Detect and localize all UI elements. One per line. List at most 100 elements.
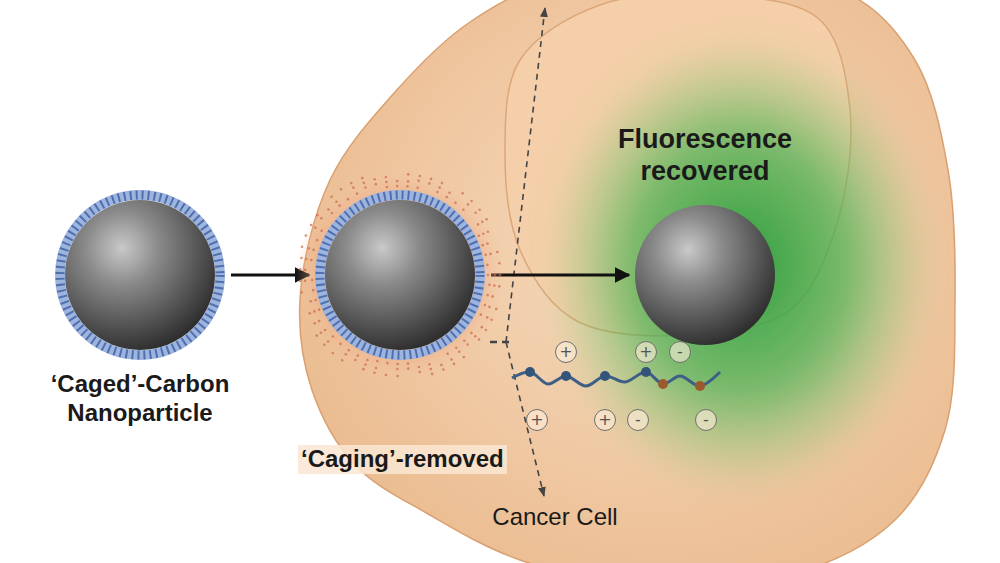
halo-speck	[339, 343, 342, 346]
halo-speck	[335, 200, 338, 203]
halo-speck	[453, 363, 456, 366]
halo-speck	[474, 335, 477, 338]
halo-speck	[467, 203, 470, 206]
halo-speck	[493, 284, 496, 287]
halo-speck	[477, 223, 480, 226]
halo-speck	[431, 373, 434, 376]
halo-speck	[386, 186, 389, 189]
halo-speck	[330, 195, 333, 198]
halo-speck	[442, 368, 445, 371]
halo-speck	[494, 273, 497, 276]
halo-speck	[316, 239, 319, 242]
halo-speck	[481, 244, 484, 247]
halo-speck	[417, 180, 420, 183]
halo-speck	[466, 343, 469, 346]
halo-speck	[345, 353, 348, 356]
halo-speck	[396, 368, 399, 371]
halo-speck	[438, 186, 441, 189]
halo-speck	[396, 185, 399, 188]
halo-speck	[448, 191, 451, 194]
halo-speck	[480, 326, 483, 329]
charge-sign: -	[696, 410, 716, 429]
halo-speck	[484, 254, 487, 257]
halo-speck	[373, 371, 376, 374]
chain-bead	[561, 371, 571, 381]
halo-speck	[486, 294, 489, 297]
halo-speck	[488, 284, 491, 287]
halo-speck	[313, 322, 316, 325]
halo-speck	[374, 183, 377, 186]
halo-speck	[407, 362, 410, 365]
halo-speck	[474, 211, 477, 214]
halo-speck	[299, 280, 302, 283]
halo-speck	[407, 180, 410, 183]
carbon-sphere	[65, 200, 215, 350]
halo-speck	[332, 335, 335, 338]
chain-bead	[641, 367, 651, 377]
halo-speck	[376, 360, 379, 363]
halo-speck	[364, 186, 367, 189]
process-arrow	[491, 274, 629, 277]
halo-speck	[484, 304, 487, 307]
halo-speck	[470, 200, 473, 203]
halo-speck	[470, 332, 473, 335]
halo-speck	[361, 177, 364, 180]
halo-speck	[340, 188, 343, 191]
halo-speck	[320, 217, 323, 220]
halo-speck	[354, 359, 357, 362]
halo	[295, 170, 505, 380]
charge-sign: +	[556, 342, 576, 361]
halo-speck	[373, 178, 376, 181]
halo-speck	[305, 234, 308, 237]
halo-speck	[463, 339, 466, 342]
halo-speck	[428, 363, 431, 366]
halo-speck	[312, 249, 315, 252]
dashed-leader	[506, 8, 545, 342]
halo-speck	[305, 258, 308, 261]
charge-circle: -	[669, 341, 691, 363]
halo-speck	[323, 343, 326, 346]
charge-circle: +	[635, 341, 657, 363]
halo-speck	[462, 208, 465, 211]
node-label: ‘Caging’-removed	[298, 445, 507, 474]
halo-speck	[362, 368, 365, 371]
halo-speck	[363, 182, 366, 185]
halo-speck	[348, 349, 351, 352]
halo-speck	[458, 351, 461, 354]
charge-sign: +	[595, 410, 615, 429]
halo-speck	[441, 182, 444, 185]
halo-speck	[488, 306, 491, 309]
halo-speck	[440, 364, 443, 367]
halo-speck	[312, 289, 315, 292]
halo-speck	[418, 366, 421, 369]
node-label: Fluorescence recovered	[570, 123, 840, 188]
charge-sign: -	[670, 342, 690, 361]
halo-speck	[299, 268, 302, 271]
halo-speck	[480, 313, 483, 316]
node-label: ‘Caged’-Carbon Nanoparticle	[10, 370, 270, 428]
halo-speck	[352, 186, 355, 189]
halo-speck	[461, 192, 464, 195]
halo-speck	[481, 221, 484, 224]
halo-speck	[407, 367, 410, 370]
charge-circle: +	[594, 409, 616, 431]
halo-speck	[347, 198, 350, 201]
charge-sign: +	[527, 410, 547, 429]
halo-speck	[496, 251, 499, 254]
green-fluorescence	[545, 35, 935, 495]
chain-bead	[600, 371, 610, 381]
halo-speck	[324, 329, 327, 332]
halo-speck	[487, 274, 490, 277]
cage-shell	[60, 195, 220, 355]
halo-speck	[498, 262, 501, 265]
halo-speck	[301, 245, 304, 248]
halo-speck	[478, 338, 481, 341]
halo-speck	[375, 367, 378, 370]
nanoparticle: Fluorescence recovered	[635, 205, 775, 345]
halo-speck	[482, 232, 485, 235]
halo-speck	[385, 176, 388, 179]
halo-speck	[309, 300, 312, 303]
carbon-sphere	[325, 200, 475, 350]
halo-speck	[396, 375, 399, 378]
halo-speck	[436, 191, 439, 194]
